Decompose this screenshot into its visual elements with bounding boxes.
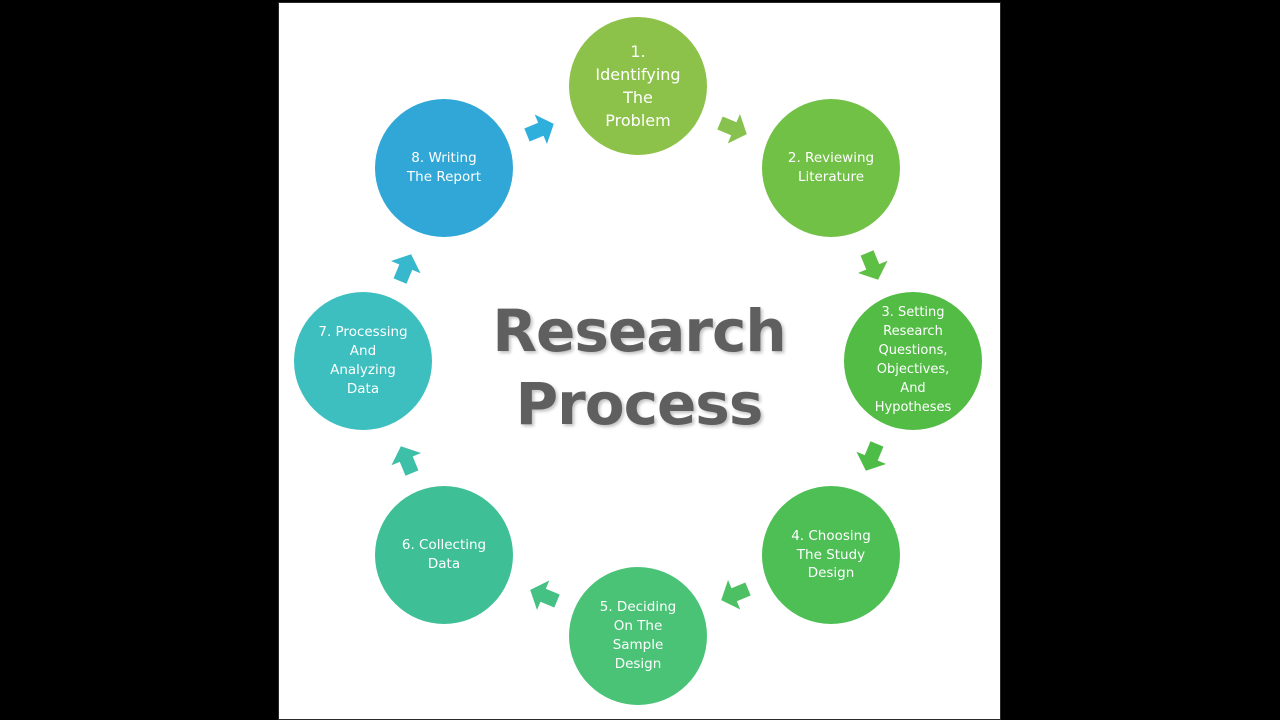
step-3-setting-research-questions: 3. Setting Research Questions, Objective… <box>844 292 982 430</box>
step-6-collecting-data: 6. Collecting Data <box>375 486 513 624</box>
step-5-deciding-sample-design: 5. Deciding On The Sample Design <box>569 567 707 705</box>
step-7-label: 7. Processing And Analyzing Data <box>318 324 408 397</box>
step-4-choosing-study-design: 4. Choosing The Study Design <box>762 486 900 624</box>
arrow-3-to-4-icon <box>856 441 887 471</box>
arrow-7-to-8-icon <box>390 254 421 284</box>
diagram-title: Research Process <box>492 297 786 439</box>
diagram-canvas: Research Process 1. Identifying The Prob… <box>279 3 1000 719</box>
arrow-5-to-6-icon <box>530 580 560 611</box>
step-8-writing-report: 8. Writing The Report <box>375 99 513 237</box>
step-1-identifying-problem: 1. Identifying The Problem <box>569 17 707 155</box>
arrow-2-to-3-icon <box>857 250 888 280</box>
step-6-label: 6. Collecting Data <box>401 537 487 572</box>
arrow-8-to-1-icon <box>524 114 554 145</box>
step-3-label: 3. Setting Research Questions, Objective… <box>874 305 952 415</box>
step-2-label: 2. Reviewing Literature <box>787 150 875 185</box>
step-2-reviewing-literature: 2. Reviewing Literature <box>762 99 900 237</box>
step-7-processing-analyzing-data: 7. Processing And Analyzing Data <box>294 292 432 430</box>
step-4-label: 4. Choosing The Study Design <box>791 527 871 582</box>
arrow-1-to-2-icon <box>717 113 747 144</box>
step-8-label: 8. Writing The Report <box>406 150 482 185</box>
arrow-6-to-7-icon <box>391 446 422 476</box>
step-5-label: 5. Deciding On The Sample Design <box>599 599 677 672</box>
step-1-label: 1. Identifying The Problem <box>595 41 681 131</box>
arrow-4-to-5-icon <box>721 579 751 610</box>
